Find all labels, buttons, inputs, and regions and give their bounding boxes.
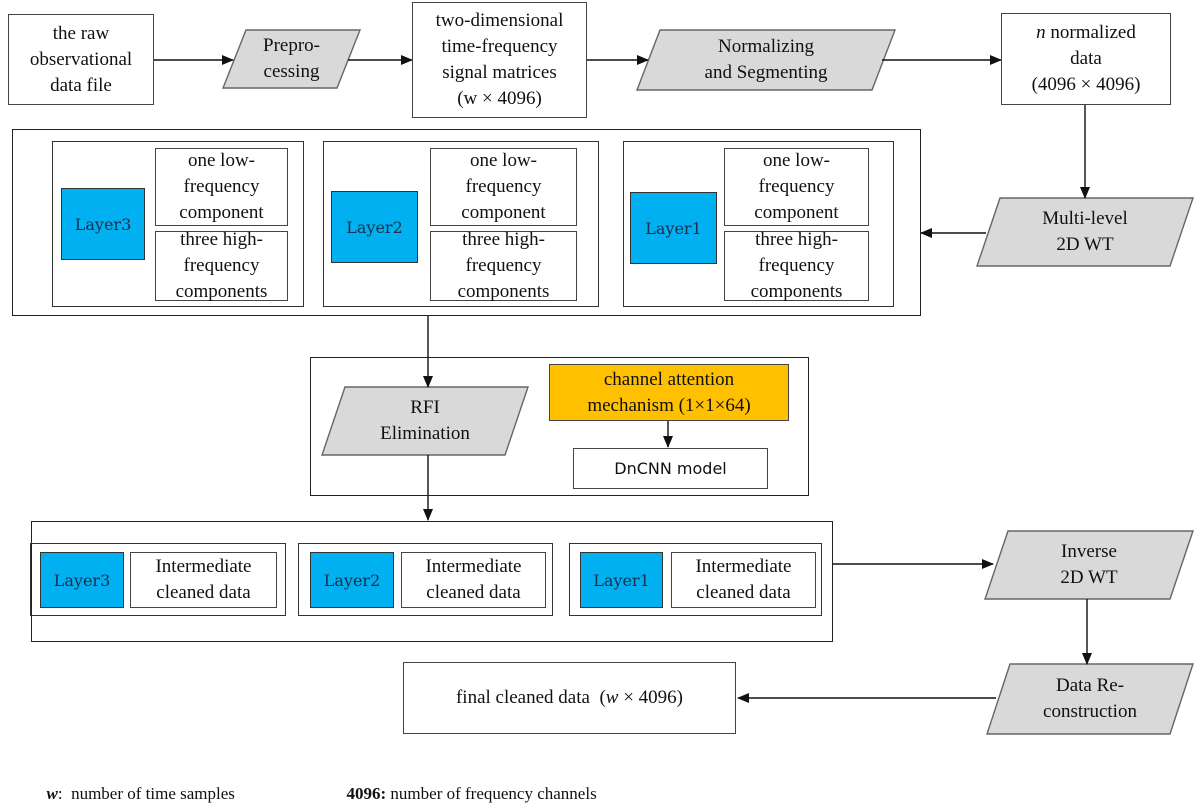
dncnn-box: DnCNN model bbox=[573, 448, 768, 489]
inverse-shape bbox=[984, 530, 1194, 600]
layer3-low-component: one low- frequency component bbox=[155, 148, 288, 226]
intermediate-panel-layer3 bbox=[30, 543, 286, 616]
attention-box: channel attention mechanism (1×1×64) bbox=[549, 364, 789, 421]
normalizing-shape bbox=[635, 29, 897, 91]
wt-shape bbox=[976, 197, 1194, 267]
layer1-badge: Layer1 bbox=[630, 192, 717, 264]
layer3-badge: Layer3 bbox=[61, 188, 145, 260]
normalized-n: n bbox=[1036, 22, 1046, 43]
final-dim: × 4096) bbox=[618, 687, 684, 708]
tf-matrices-box: two-dimensional time-frequency signal ma… bbox=[412, 2, 587, 118]
layer1-high-components: three high- frequency components bbox=[724, 229, 869, 302]
decomposition-frame bbox=[12, 129, 921, 316]
final-w: w bbox=[605, 687, 619, 708]
normalized-text: normalized data (4096 × 4096) bbox=[1031, 22, 1141, 95]
decomposition-panel-layer1 bbox=[623, 141, 894, 307]
layer2-high-components: three high- frequency components bbox=[430, 229, 577, 302]
intermediate-layer3-badge: Layer3 bbox=[40, 552, 124, 608]
intermediate-layer2-badge: Layer2 bbox=[310, 552, 394, 608]
layer2-badge: Layer2 bbox=[331, 191, 418, 263]
intermediate-layer2-data: Intermediate cleaned data bbox=[401, 552, 546, 608]
legend-time: w: number of time samples bbox=[38, 764, 235, 804]
layer1-low-component: one low- frequency component bbox=[724, 148, 869, 226]
intermediate-layer1-data: Intermediate cleaned data bbox=[671, 552, 816, 608]
intermediate-frame bbox=[31, 521, 833, 642]
reconstruction-shape bbox=[986, 663, 1194, 735]
intermediate-layer3-data: Intermediate cleaned data bbox=[130, 552, 277, 608]
intermediate-layer1-badge: Layer1 bbox=[580, 552, 663, 608]
final-data-box: final cleaned data (w × 4096) bbox=[403, 662, 736, 734]
raw-data-box: the raw observational data file bbox=[8, 14, 154, 105]
normalized-data-box: n normalized data (4096 × 4096) bbox=[1001, 13, 1171, 105]
layer2-low-component: one low- frequency component bbox=[430, 148, 577, 226]
diagram-canvas bbox=[154, 29, 1194, 735]
intermediate-panel-layer2 bbox=[298, 543, 553, 616]
intermediate-panel-layer1 bbox=[569, 543, 822, 616]
layer3-high-components: three high- frequency components bbox=[155, 229, 288, 302]
rfi-frame bbox=[310, 357, 809, 496]
tf-matrices-text: two-dimensional time-frequency signal ma… bbox=[435, 10, 564, 83]
tf-matrices-dim: (w × 4096) bbox=[457, 88, 542, 109]
decomposition-panel-layer2 bbox=[323, 141, 599, 307]
rfi-shape bbox=[321, 386, 529, 456]
final-text: final cleaned data ( bbox=[455, 687, 606, 708]
decomposition-panel-layer3 bbox=[52, 141, 304, 307]
legend-frequency: 4096: number of frequency channels bbox=[338, 764, 597, 804]
preprocessing-shape bbox=[221, 29, 362, 89]
